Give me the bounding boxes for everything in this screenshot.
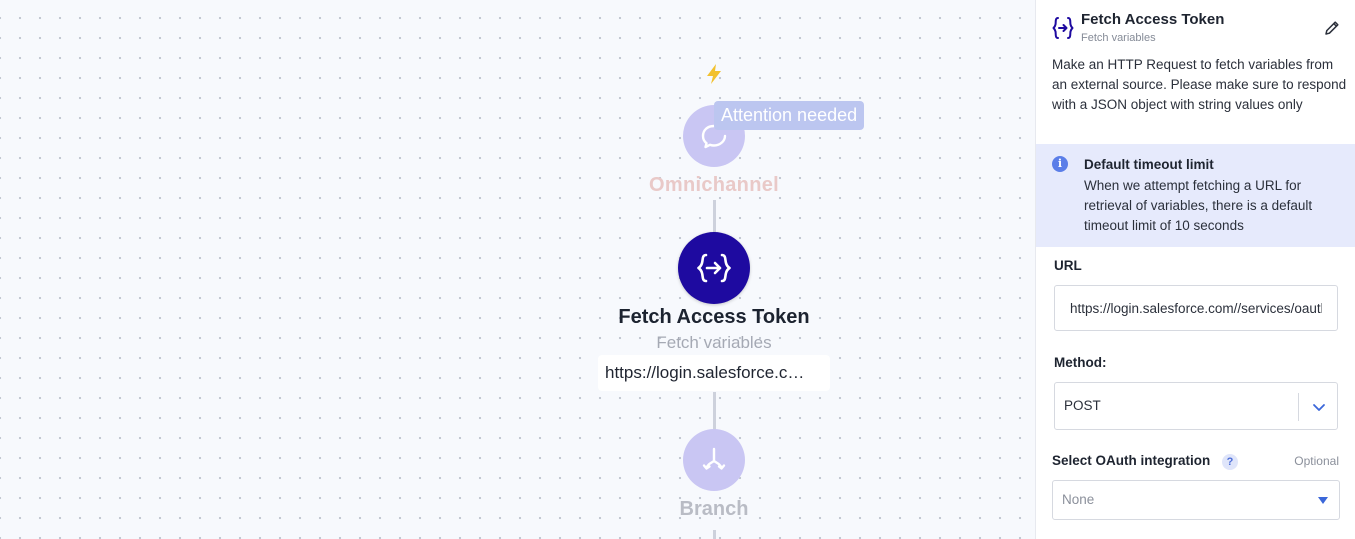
chat-icon <box>701 124 727 149</box>
branch-node[interactable] <box>683 429 745 491</box>
info-text: When we attempt fetching a URL for retri… <box>1084 178 1313 233</box>
select-divider <box>1298 393 1299 421</box>
fetch-node-title: Fetch Access Token <box>618 306 810 328</box>
fetch-access-token-node[interactable] <box>678 232 750 304</box>
connector-line <box>713 530 716 539</box>
url-label: URL <box>1054 258 1082 273</box>
oauth-label: Select OAuth integration <box>1052 453 1211 468</box>
url-input[interactable] <box>1054 285 1338 331</box>
help-icon[interactable]: ? <box>1222 454 1238 470</box>
attention-needed-tooltip: Attention needed <box>714 101 865 130</box>
timeout-info-box: i Default timeout limit When we attempt … <box>1036 144 1355 247</box>
oauth-integration-select[interactable]: None <box>1052 480 1340 520</box>
panel-description: Make an HTTP Request to fetch variables … <box>1052 57 1347 112</box>
fetch-node-subtitle: Fetch variables <box>656 333 772 352</box>
branch-icon <box>702 447 726 470</box>
fetch-variables-icon <box>697 253 731 283</box>
fetch-node-url: https://login.salesforce.c… <box>598 355 830 391</box>
method-select-value: POST <box>1064 398 1101 413</box>
panel-header: Fetch Access Token Fetch variables <box>1052 10 1342 46</box>
oauth-select-value: None <box>1062 492 1095 507</box>
method-select[interactable]: POST <box>1054 382 1338 430</box>
panel-title: Fetch Access Token <box>1081 11 1225 28</box>
info-icon: i <box>1052 156 1068 172</box>
method-label: Method: <box>1054 355 1107 370</box>
pencil-icon[interactable] <box>1322 18 1342 38</box>
info-title: Default timeout limit <box>1084 157 1214 172</box>
omnichannel-node-title: Omnichannel <box>649 174 779 196</box>
flow-canvas[interactable]: Attention needed Omnichannel Fetch Acces… <box>0 0 1035 539</box>
branch-node-title: Branch <box>679 498 749 520</box>
optional-label: Optional <box>1294 454 1339 468</box>
fetch-variables-icon <box>1052 17 1074 39</box>
lightning-icon <box>707 64 721 84</box>
chevron-down-icon[interactable] <box>1311 399 1327 415</box>
panel-subtitle: Fetch variables <box>1081 32 1156 44</box>
step-settings-panel: Fetch Access Token Fetch variables Make … <box>1035 0 1355 539</box>
connector-line <box>713 200 716 234</box>
connector-line <box>713 392 716 432</box>
caret-down-icon <box>1318 497 1328 504</box>
